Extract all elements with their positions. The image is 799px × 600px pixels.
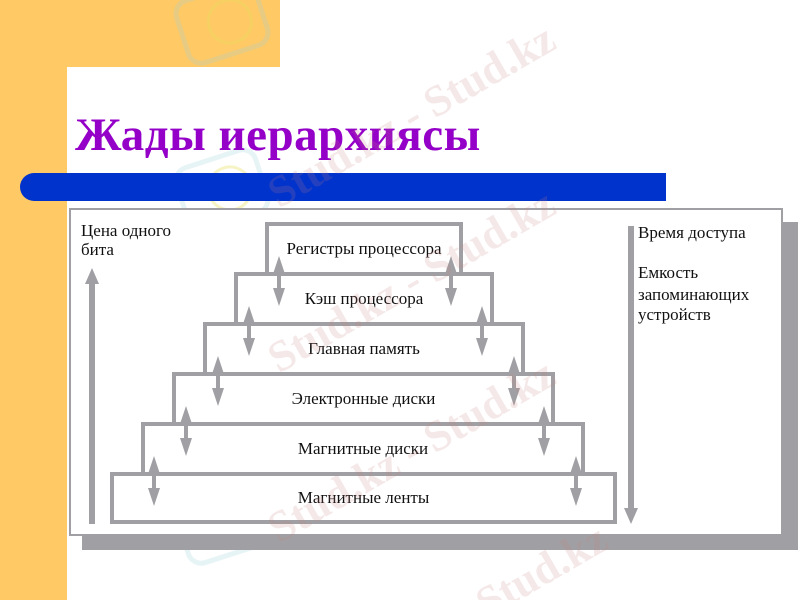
level-label: Главная память xyxy=(308,339,420,358)
level-label: Регистры процессора xyxy=(286,239,442,258)
double-arrow-icon xyxy=(243,306,255,356)
level-processor-registers: Регистры процессора xyxy=(265,222,463,276)
double-arrow-icon xyxy=(538,406,550,456)
access-time-label: Время доступа xyxy=(638,223,746,242)
level-label: Магнитные ленты xyxy=(297,488,430,507)
double-arrow-icon xyxy=(273,256,285,306)
access-time-arrow-down-icon xyxy=(624,508,638,524)
slide-title: Жады иерархиясы xyxy=(75,109,481,161)
capacity-label-line2: запоминающих xyxy=(638,285,750,304)
level-magnetic-tapes: Магнитные ленты xyxy=(110,472,617,524)
cost-arrow-up-icon xyxy=(85,268,99,284)
double-arrow-icon xyxy=(212,356,224,406)
cost-arrow-shaft xyxy=(89,282,95,524)
level-electronic-disks: Электронные диски xyxy=(172,372,555,426)
title-underline-bar xyxy=(20,173,666,201)
level-magnetic-disks: Магнитные диски xyxy=(141,422,585,476)
double-arrow-icon xyxy=(148,456,160,506)
level-label: Магнитные диски xyxy=(297,439,429,458)
cost-per-bit-label-line2: бита xyxy=(81,240,114,259)
access-time-arrow-shaft xyxy=(628,226,634,510)
double-arrow-icon xyxy=(570,456,582,506)
capacity-label-line3: устройств xyxy=(638,305,711,324)
double-arrow-icon xyxy=(180,406,192,456)
double-arrow-icon xyxy=(508,356,520,406)
orange-left-sidebar xyxy=(0,0,67,600)
double-arrow-icon xyxy=(445,256,457,306)
level-label: Электронные диски xyxy=(291,389,436,408)
capacity-label-line1: Емкость xyxy=(638,263,699,282)
cost-per-bit-label-line1: Цена одного xyxy=(81,221,172,240)
level-label: Кэш процессора xyxy=(304,289,424,308)
double-arrow-icon xyxy=(476,306,488,356)
